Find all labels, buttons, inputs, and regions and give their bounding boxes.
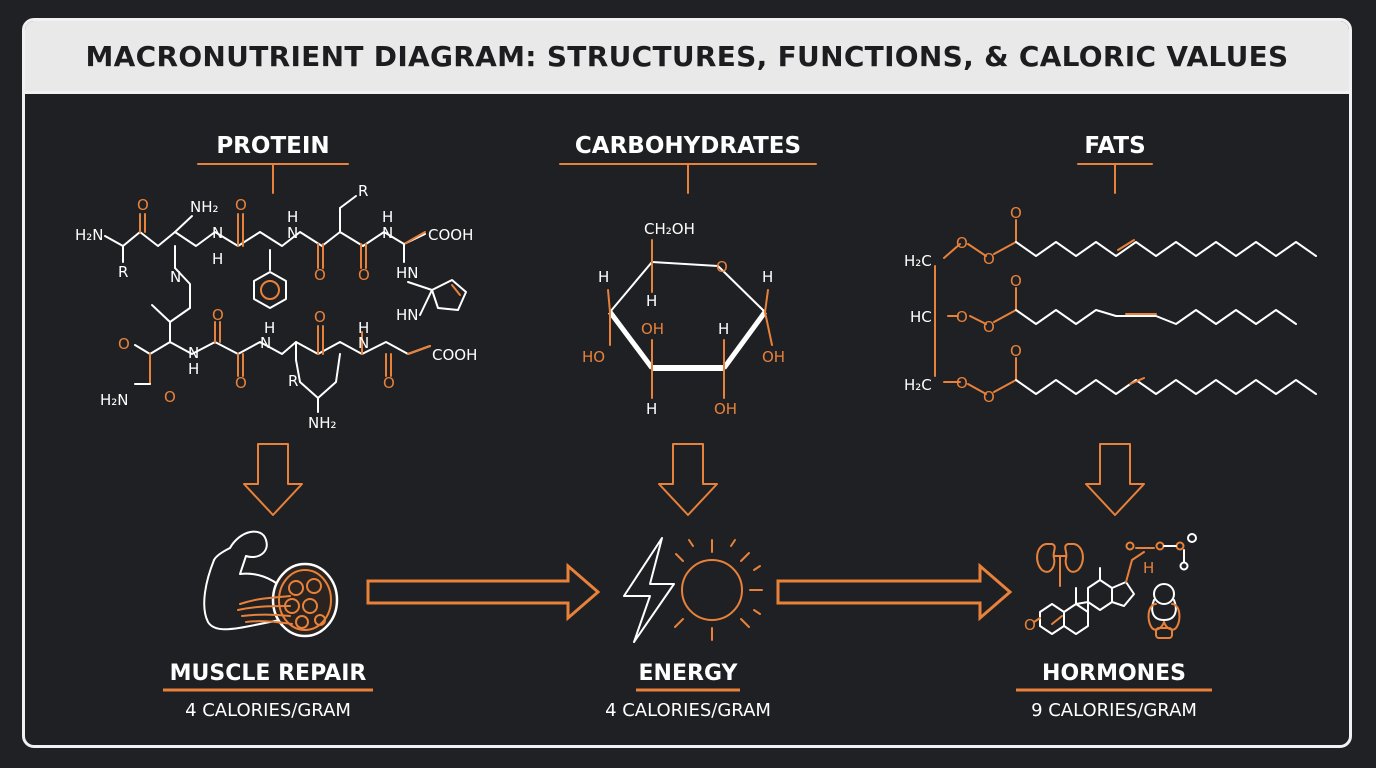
chem-label-hn1: HN [396, 264, 419, 282]
glucose-structure: CH₂OH O H H H OH H HO OH H OH [582, 220, 785, 418]
chem-label-h-mid: H [718, 320, 729, 338]
chem-label-n2: N [212, 224, 223, 242]
chem-label-o10: O [383, 374, 395, 392]
chem-label-n7: N [358, 334, 369, 352]
chem-label-h2: H [287, 208, 298, 226]
chem-label-oh-bottom: OH [714, 400, 737, 418]
chem-label-h6: H [358, 319, 369, 337]
chem-label-h-right-top: H [762, 268, 773, 286]
chem-label-nh2-bottom: NH₂ [308, 414, 337, 432]
chem-label-cooh2: COOH [432, 346, 477, 364]
function-label-energy: ENERGY [639, 661, 739, 686]
protein-heading-group: PROTEIN [197, 133, 349, 194]
chem-label-h-bottom: H [646, 400, 657, 418]
chem-label-o9: O [314, 308, 326, 326]
carbohydrates-heading-group: CARBOHYDRATES [559, 133, 817, 194]
fats-down-arrow [1085, 443, 1145, 516]
chem-label-h2c-bottom: H₂C [904, 376, 932, 394]
calories-label-fats: 9 CALORIES/GRAM [1031, 700, 1197, 721]
carbohydrates-down-arrow [658, 443, 718, 516]
chem-label-o1: O [137, 196, 149, 214]
chem-label-n3: N [287, 224, 298, 242]
muscle-to-energy-arrow [366, 562, 601, 622]
chem-label-oh-mid: OH [641, 320, 664, 338]
chem-label-r-top: R [358, 182, 368, 200]
function-label-hormones: HORMONES [1042, 661, 1186, 686]
chem-label-h-left-top: H [598, 268, 609, 286]
chem-label-h3: H [382, 208, 393, 226]
fats-heading: FATS [1084, 133, 1145, 159]
page-title: MACRONUTRIENT DIAGRAM: STRUCTURES, FUNCT… [85, 39, 1289, 73]
protein-down-arrow [243, 443, 303, 516]
chem-label-o-bot-c: O [1010, 342, 1022, 360]
chem-label-h2c-top: H₂C [904, 252, 932, 270]
hormone-glands-steroid-icon: H O [1024, 533, 1197, 639]
chem-label-h-steroid: H [1143, 559, 1154, 577]
chem-label-n5: N [188, 344, 199, 362]
chem-label-o8: O [235, 374, 247, 392]
chem-label-oh-right: OH [762, 348, 785, 366]
chem-label-n6: N [260, 334, 271, 352]
chem-label-o-bot-a: O [956, 374, 968, 392]
chem-label-o6: O [164, 388, 176, 406]
protein-structure: H₂N R O NH₂ N N H O H N O R O H N COOH H… [75, 182, 477, 432]
function-label-muscle-repair: MUSCLE REPAIR [170, 661, 367, 686]
chem-label-o-bot-b: O [983, 388, 995, 406]
chem-label-o-top-c: O [1010, 204, 1022, 222]
chem-label-o-mid-a: O [956, 308, 968, 326]
flexed-arm-muscle-icon [203, 530, 339, 638]
chem-label-n4: N [382, 224, 393, 242]
protein-function-group: MUSCLE REPAIR 4 CALORIES/GRAM [163, 661, 373, 721]
chem-label-o-mid-b: O [983, 318, 995, 336]
chem-label-o3: O [314, 266, 326, 284]
carbohydrates-heading: CARBOHYDRATES [575, 133, 801, 159]
chem-label-r-low: R [288, 372, 298, 390]
chem-label-o2: O [235, 196, 247, 214]
chem-label-n1: N [170, 268, 181, 286]
chem-label-o-top-b: O [983, 250, 995, 268]
chem-label-h2n-top: H₂N [75, 226, 104, 244]
chem-label-o5: O [118, 335, 130, 353]
chem-label-o-mid-c: O [1010, 272, 1022, 290]
energy-to-hormones-arrow [776, 562, 1013, 622]
chem-label-h2n-bottom: H₂N [100, 391, 129, 409]
lightning-sun-icon [623, 537, 763, 643]
title-bar: MACRONUTRIENT DIAGRAM: STRUCTURES, FUNCT… [25, 21, 1349, 94]
chem-label-h-inner: H [646, 292, 657, 310]
chem-label-nh2-top: NH₂ [190, 198, 219, 216]
triglyceride-structure: H₂C HC H₂C O O O O O O O O O [904, 204, 1317, 406]
carbohydrates-function-group: ENERGY 4 CALORIES/GRAM [605, 661, 771, 721]
chem-label-o4: O [358, 266, 370, 284]
chem-label-hn2: HN [396, 306, 419, 324]
calories-label-protein: 4 CALORIES/GRAM [185, 700, 351, 721]
fats-function-group: HORMONES 9 CALORIES/GRAM [1016, 661, 1212, 721]
chem-label-o7: O [212, 306, 224, 324]
calories-label-carbohydrates: 4 CALORIES/GRAM [605, 700, 771, 721]
fats-heading-group: FATS [1077, 133, 1153, 194]
chem-label-hc-mid: HC [910, 308, 932, 326]
chem-label-r-left: R [118, 263, 128, 281]
chem-label-o-top-a: O [956, 234, 968, 252]
chem-label-cooh1: COOH [428, 226, 473, 244]
chem-label-h5: H [264, 319, 275, 337]
protein-heading: PROTEIN [216, 133, 329, 159]
chem-label-o-ketone: O [1024, 616, 1036, 634]
chem-label-ch2oh: CH₂OH [644, 220, 695, 238]
chem-label-h1: H [212, 250, 223, 268]
chem-label-ho-left: HO [582, 348, 605, 366]
chem-label-h4: H [188, 360, 199, 378]
chem-label-o-ring: O [716, 258, 728, 276]
